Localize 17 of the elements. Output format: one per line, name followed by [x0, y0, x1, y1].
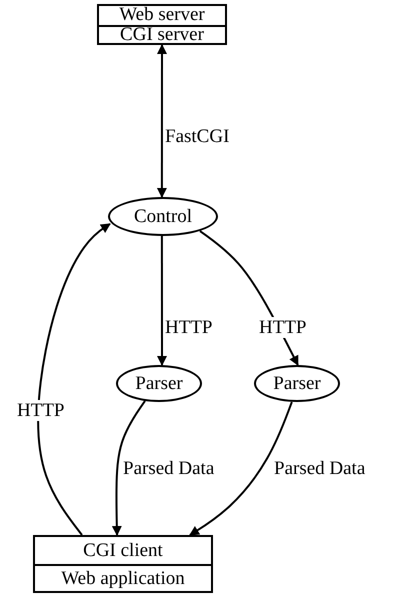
node-label: Parser — [135, 372, 183, 394]
record-field: CGI client — [35, 537, 211, 564]
record-box — [97, 4, 227, 45]
edge-label: HTTP — [258, 317, 308, 338]
node-label: Control — [134, 206, 192, 228]
arrow — [157, 236, 167, 366]
process-ellipse — [108, 197, 218, 236]
arrow — [156, 44, 167, 198]
arrow — [189, 402, 293, 536]
record-field: Web application — [35, 564, 211, 591]
record-box — [33, 535, 213, 593]
node-label: Parser — [273, 372, 321, 394]
record-field: CGI server — [99, 24, 225, 43]
arrow — [112, 400, 146, 536]
record-field: Web server — [99, 6, 225, 24]
arrow — [37, 223, 111, 536]
edge-label: HTTP — [16, 400, 66, 421]
